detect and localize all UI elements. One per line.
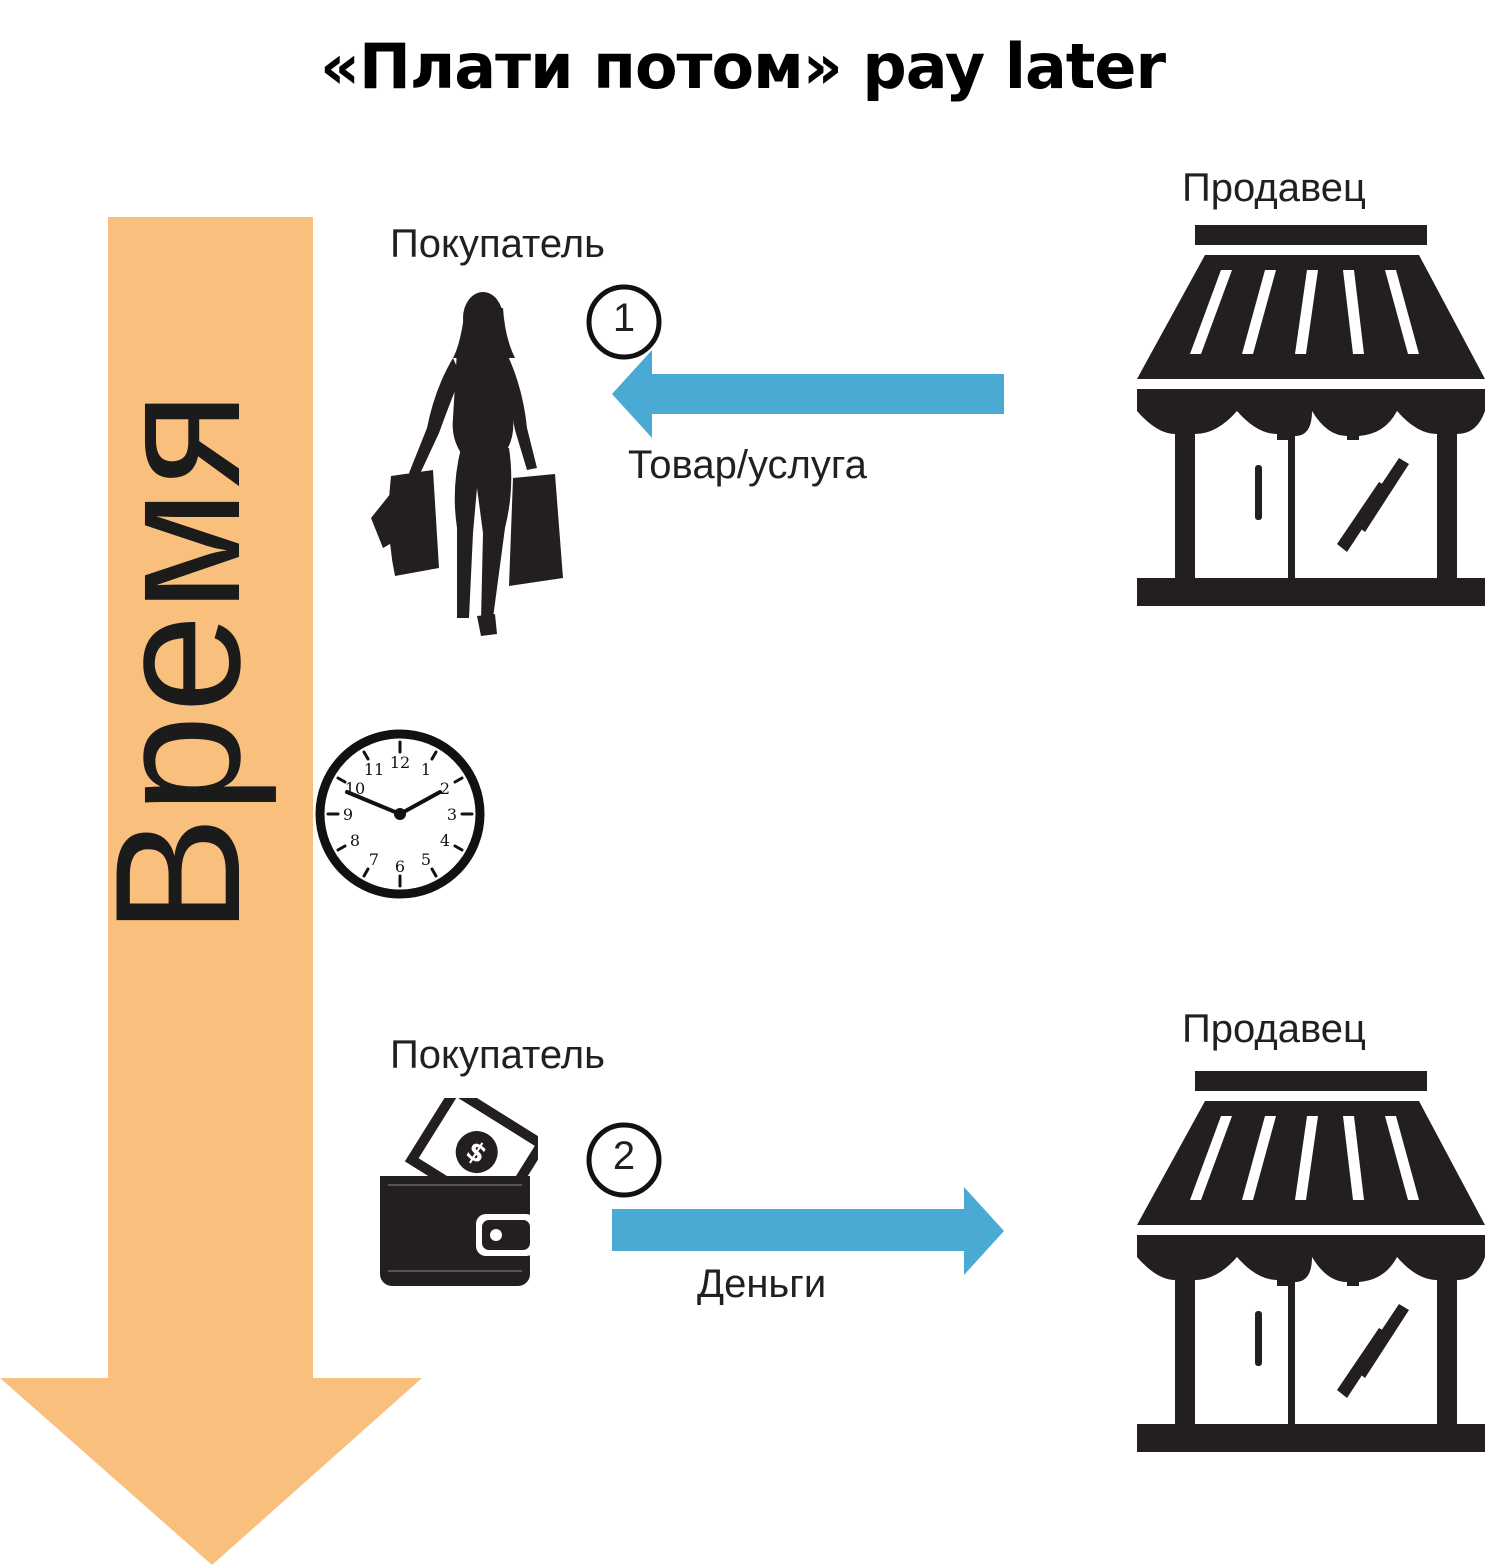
goods-label: Товар/услуга: [628, 443, 867, 487]
page-title: «Плати потом» pay later: [319, 30, 1166, 103]
money-arrow: [612, 1187, 1004, 1275]
clock-numeral: 1: [421, 760, 431, 779]
clock-numeral: 12: [390, 753, 410, 772]
clock-numeral: 3: [447, 805, 457, 824]
clock-numeral: 8: [350, 831, 360, 850]
clock-numeral: 6: [395, 857, 405, 876]
clock-numeral: 9: [343, 805, 353, 824]
buyer-label-2: Покупатель: [390, 1033, 605, 1077]
time-arrow: [0, 217, 422, 1565]
step-number-2: 2: [612, 1134, 636, 1178]
buyer-label-1: Покупатель: [390, 222, 605, 266]
clock-numeral: 2: [440, 779, 450, 798]
seller-label-2: Продавец: [1182, 1007, 1366, 1051]
wallet-icon: $: [380, 1098, 538, 1286]
seller-label-1: Продавец: [1182, 166, 1366, 210]
clock-numeral: 5: [421, 850, 431, 869]
time-axis-label: Время: [78, 389, 277, 935]
goods-arrow: [612, 350, 1004, 438]
clock-numeral: 7: [369, 850, 379, 869]
step-badge-1: [586, 284, 662, 360]
money-label: Деньги: [697, 1262, 827, 1306]
clock-numeral: 11: [364, 760, 384, 779]
step-number-1: 1: [612, 296, 636, 340]
store-icon: [1137, 1071, 1485, 1452]
step-badge-2: [586, 1122, 662, 1198]
store-icon: [1137, 225, 1485, 606]
shopper-icon: [371, 292, 563, 636]
clock-numeral: 4: [440, 831, 450, 850]
